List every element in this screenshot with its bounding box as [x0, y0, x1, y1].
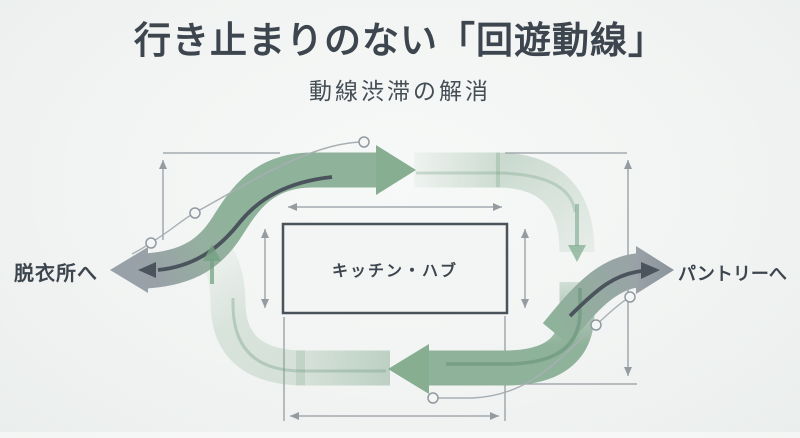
- node-circle: [145, 237, 157, 249]
- right-exit-label: パントリーへ: [678, 264, 787, 284]
- spline-node-circles: [145, 136, 636, 404]
- ribbon-stripe-top-trail: [416, 171, 577, 213]
- page-title: 行き止まりのない「回遊動線」: [134, 20, 666, 61]
- ribbon-bottomleft-corner: [195, 232, 306, 386]
- right-exit-thin-arrow: [568, 269, 643, 318]
- node-circle: [189, 207, 201, 219]
- page-subtitle: 動線渋滞の解消: [309, 78, 491, 104]
- node-circle: [624, 291, 636, 303]
- circulation-loop-ribbon: [144, 152, 643, 386]
- left-exit-label: 脱衣所へ: [14, 263, 98, 285]
- left-exit-thin-arrow: [157, 175, 333, 272]
- ribbon-stripe-bottom: [446, 288, 582, 366]
- thin-flow-arrows: [138, 175, 660, 318]
- node-splines: [131, 136, 636, 404]
- node-circle: [590, 319, 602, 331]
- ribbon-stripe-bottomleft: [231, 298, 386, 373]
- left-exit-thin-arrowhead-icon: [138, 262, 156, 278]
- kitchen-hub: キッチン・ハブ: [283, 224, 507, 313]
- node-circle: [358, 136, 370, 148]
- node-circle: [427, 392, 439, 404]
- bottom-flow-arrowhead-icon: [388, 344, 429, 394]
- right-exit-thin-arrowhead-icon: [641, 262, 660, 279]
- right-node-spline: [433, 296, 631, 399]
- down-arrowhead-icon: [568, 245, 586, 262]
- top-flow-arrowhead-icon: [376, 145, 416, 195]
- kitchen-hub-label: キッチン・ハブ: [331, 262, 458, 280]
- kitchen-hub-box: [281, 222, 509, 315]
- left-exit-arrowhead-icon: [110, 247, 148, 293]
- up-arrowhead-icon: [203, 244, 221, 261]
